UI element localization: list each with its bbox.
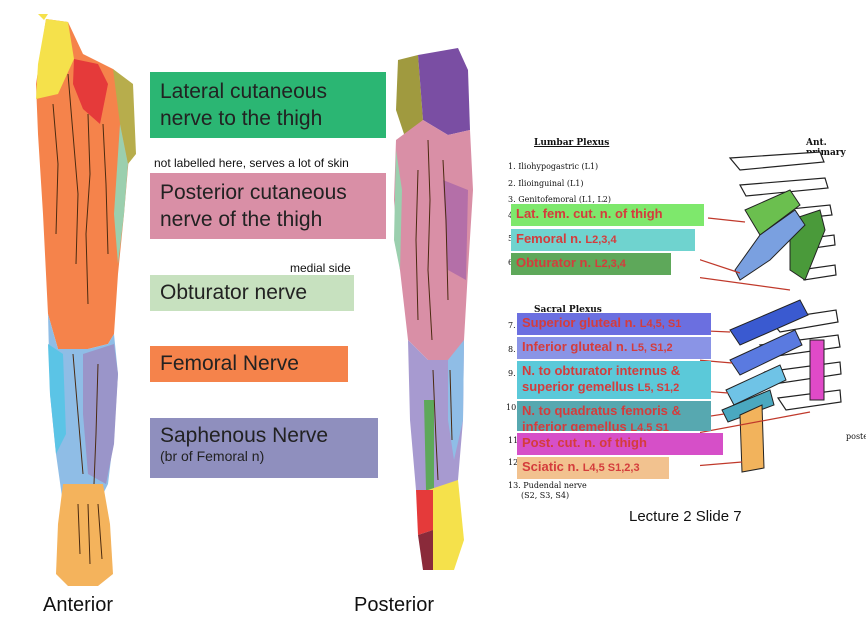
side-legend-posterior: posterior (846, 432, 866, 441)
tag-obturator: Obturator n. L2,3,4 (511, 253, 671, 275)
legend-femoral-label: Femoral Nerve (160, 352, 299, 375)
plexus-num-7: 7. (508, 321, 516, 330)
legend-lateral-line1: Lateral cutaneous (160, 80, 327, 103)
plexus-num-11: 11. (508, 436, 521, 445)
legend-femoral: Femoral Nerve (150, 346, 348, 382)
tag-superior-gluteal: Superior gluteal n. L4,5, S1 (517, 313, 711, 335)
posterior-label: Posterior (354, 594, 435, 616)
legend-saphenous-line2: (br of Femoral n) (160, 448, 265, 464)
plexus-num-9: 9. (508, 369, 516, 378)
pudendal-roots: (S2, S3, S4) (521, 491, 570, 500)
plexus-num-12: 12 (508, 458, 519, 467)
note-medial-side: medial side (290, 261, 351, 275)
tag-lat-fem-cut: Lat. fem. cut. n. of thigh (511, 204, 704, 226)
lumbar-plexus-heading: Lumbar Plexus (534, 138, 610, 148)
plexus-num-5: 5 (508, 234, 513, 243)
plexus-num-10: 10. (506, 403, 519, 412)
legend-posterior-line1: Posterior cutaneous (160, 181, 347, 204)
plexus-num-8: 8. (508, 345, 516, 354)
plexus-item-3: 3. Genitofemoral (L1, L2) (508, 195, 611, 204)
posterior-leg-illustration (394, 48, 473, 570)
tag-post-cut: Post. cut. n. of thigh (517, 433, 723, 455)
legend-lateral-line2: nerve to the thigh (160, 107, 323, 130)
legend-posterior-cutaneous: Posterior cutaneous nerve of the thigh (150, 173, 386, 239)
plexus-num-4: 4 (508, 211, 513, 220)
tag-obturator-internus: N. to obturator internus & superior geme… (517, 361, 711, 399)
sacral-plexus-heading: Sacral Plexus (534, 305, 602, 315)
plexus-item-13: 13. Pudendal nerve (508, 481, 587, 490)
legend-saphenous: Saphenous Nerve (br of Femoral n) (150, 418, 378, 478)
tag-quadratus-femoris: N. to quadratus femoris & inferior gemel… (517, 401, 711, 431)
anterior-label: Anterior (43, 594, 114, 616)
anterior-leg-illustration (36, 14, 136, 586)
legend-saphenous-line1: Saphenous Nerve (160, 424, 329, 447)
legend-posterior-line2: nerve of the thigh (160, 208, 323, 231)
plexus-num-6: 6 (508, 258, 513, 267)
legend-lateral-cutaneous: Lateral cutaneous nerve to the thigh (150, 72, 386, 138)
tag-inferior-gluteal: Inferior gluteal n. L5, S1,2 (517, 337, 711, 359)
tag-femoral: Femoral n. L2,3,4 (511, 229, 695, 251)
legend-obturator-label: Obturator nerve (160, 281, 308, 304)
plexus-item-2: 2. Ilioinguinal (L1) (508, 179, 584, 188)
note-posterior-cutaneous: not labelled here, serves a lot of skin (154, 156, 349, 170)
tag-sciatic: Sciatic n. L4,5 S1,2,3 (517, 457, 669, 479)
slide-caption: Lecture 2 Slide 7 (629, 508, 742, 525)
legend-obturator: Obturator nerve (150, 275, 354, 311)
plexus-item-1: 1. Iliohypogastric (L1) (508, 162, 599, 171)
plexus-nerve-diagram (700, 151, 842, 473)
ant-primary-heading: Ant. primary (806, 138, 846, 158)
